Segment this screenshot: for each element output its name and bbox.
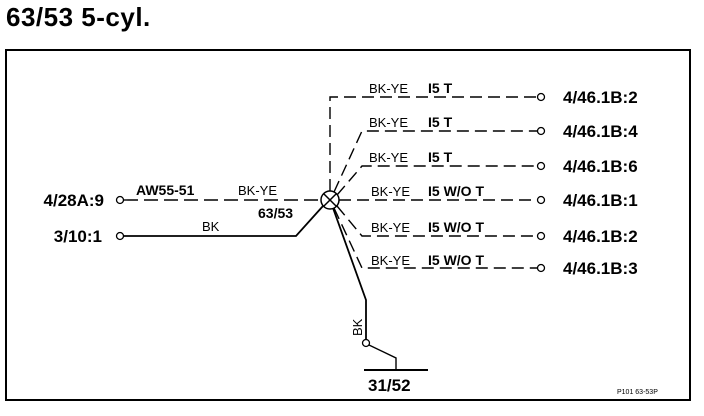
input-wire-color-2: BK bbox=[202, 219, 220, 234]
input-terminal-2 bbox=[115, 231, 125, 241]
output-connector-label-6: 4/46.1B:3 bbox=[563, 259, 638, 278]
output-wire-6 bbox=[333, 207, 537, 269]
output-wire-3 bbox=[336, 165, 537, 196]
output-wire-color-5: BK-YE bbox=[371, 220, 410, 235]
output-terminal-5 bbox=[536, 231, 546, 241]
input-wire-2 bbox=[124, 205, 324, 237]
output-wire-color-3: BK-YE bbox=[369, 150, 408, 165]
output-variant-1: I5 T bbox=[428, 80, 453, 96]
output-terminal-3 bbox=[536, 161, 546, 171]
output-wire-color-4: BK-YE bbox=[371, 184, 410, 199]
output-wire-5 bbox=[336, 205, 537, 237]
diagram-frame bbox=[5, 49, 691, 401]
ground-connector-label: 31/52 bbox=[368, 376, 411, 395]
output-terminal-2 bbox=[536, 126, 546, 136]
input-connector-label-1: 4/28A:9 bbox=[44, 191, 104, 210]
output-variant-4: I5 W/O T bbox=[428, 183, 484, 199]
output-variant-2: I5 T bbox=[428, 114, 453, 130]
output-variant-5: I5 W/O T bbox=[428, 219, 484, 235]
output-variant-6: I5 W/O T bbox=[428, 252, 484, 268]
output-wire-color-2: BK-YE bbox=[369, 115, 408, 130]
ground-switch bbox=[368, 344, 397, 370]
output-connector-label-4: 4/46.1B:1 bbox=[563, 191, 638, 210]
output-wire-color-1: BK-YE bbox=[369, 81, 408, 96]
output-connector-label-3: 4/46.1B:6 bbox=[563, 157, 638, 176]
input-connector-label-2: 3/10:1 bbox=[54, 227, 102, 246]
output-connector-label-1: 4/46.1B:2 bbox=[563, 88, 638, 107]
ground-wire-color: BK bbox=[350, 318, 365, 336]
output-terminal-4 bbox=[536, 195, 546, 205]
diagram-title: 63/53 5-cyl. bbox=[6, 2, 151, 32]
output-connector-label-5: 4/46.1B:2 bbox=[563, 227, 638, 246]
figure-reference: P101 63-53P bbox=[617, 389, 658, 396]
input-wire-color-1: BK-YE bbox=[238, 183, 277, 198]
output-terminal-6 bbox=[536, 263, 546, 273]
output-connector-label-2: 4/46.1B:4 bbox=[563, 122, 638, 141]
ground-wire bbox=[332, 207, 367, 339]
output-terminal-1 bbox=[536, 92, 546, 102]
output-wire-color-6: BK-YE bbox=[371, 253, 410, 268]
ground-terminal bbox=[361, 338, 371, 348]
output-variant-3: I5 T bbox=[428, 149, 453, 165]
output-wire-1 bbox=[329, 96, 537, 191]
splice-label: 63/53 bbox=[258, 205, 293, 221]
output-wire-2 bbox=[333, 130, 537, 193]
input-terminal-1 bbox=[115, 195, 125, 205]
splice-symbol bbox=[320, 190, 340, 210]
input-wire-code-1: AW55-51 bbox=[136, 182, 195, 198]
